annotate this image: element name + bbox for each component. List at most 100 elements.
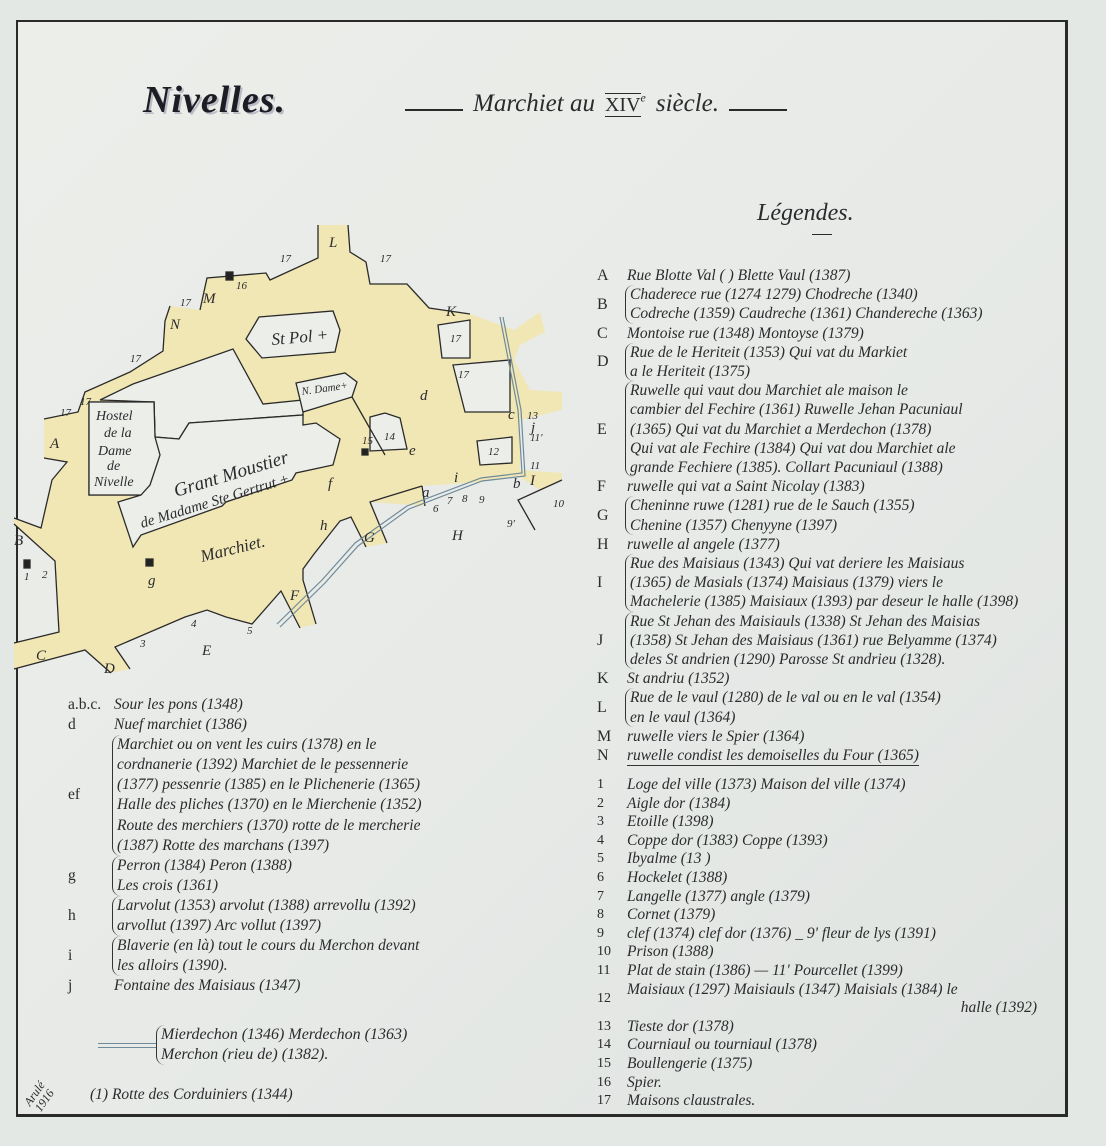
location-letter-label: c (508, 407, 515, 423)
legend-key: H (597, 535, 609, 553)
legend-text: Aigle dor (1384) (627, 795, 730, 814)
legend-key: M (597, 727, 612, 745)
legend-key: 13 (597, 1018, 611, 1034)
legend-key: F (597, 478, 606, 496)
st-pol-label: St Pol + (271, 325, 329, 349)
legend-line: Cornet (1379) (627, 906, 716, 924)
building-12 (476, 436, 513, 466)
legend-heading: Légendes. (757, 200, 854, 226)
title-rule-left (405, 109, 463, 111)
legend-text: ruwelle viers le Spier (1364) (627, 727, 804, 746)
legend-line: Rue de le Heriteit (1353) Qui vat du Mar… (630, 343, 908, 361)
legend-line: Montoise rue (1348) Montoyse (1379) (627, 324, 864, 342)
street-outline (517, 479, 563, 531)
legend-key: I (597, 574, 603, 592)
legend-key: G (597, 507, 609, 525)
legend-text: St andriu (1352) (627, 669, 729, 688)
legend-text: Langelle (1377) angle (1379) (627, 888, 810, 907)
legend-key: 4 (597, 832, 604, 848)
location-letter-label: g (148, 573, 156, 589)
building-number-label: 9 (479, 494, 485, 506)
legend-text: Rue Blotte Val ( ) Blette Vaul (1387) (627, 266, 850, 285)
building-number-label: 17 (380, 253, 392, 265)
map-title: Nivelles. (143, 79, 287, 121)
hostel-label: de la (104, 426, 132, 441)
legend-line: Langelle (1377) angle (1379) (627, 887, 810, 905)
building-number-label: 7 (447, 495, 453, 507)
legend-line: Sour les pons (1348) (114, 696, 243, 713)
legend-text: Sour les pons (1348) (114, 695, 243, 715)
legend-key: 9 (597, 925, 604, 941)
legend-line: Fontaine des Maisiaus (1347) (114, 977, 301, 995)
building-number-label: 16 (236, 280, 248, 292)
legend-line: deles St andrien (1290) Parosse St andri… (630, 651, 946, 669)
footnote: (1) Rotte des Corduiniers (1344) (90, 1086, 293, 1103)
legend-key: 6 (597, 869, 604, 885)
legend-text: Loge del ville (1373) Maison del ville (… (627, 776, 906, 795)
street-letter-label: B (14, 533, 23, 549)
legend-key: d (68, 716, 76, 734)
building-number-label: 17 (60, 407, 72, 419)
hostel-label: de (107, 459, 120, 474)
legend-key: 5 (597, 851, 604, 867)
legend-line: en le vaul (1364) (630, 708, 736, 726)
street-outline (13, 649, 112, 674)
legend-text: Rue de le Heriteit (1353) Qui vat du Mar… (625, 342, 908, 382)
legend-line: Maisons claustrales. (627, 1092, 756, 1110)
legend-key: D (597, 353, 609, 371)
legend-key: j (68, 977, 73, 995)
building-number-label: 2 (42, 569, 48, 581)
legend-key: 16 (597, 1074, 611, 1090)
building-17-east (452, 359, 511, 413)
building-number-label: 11 (530, 460, 540, 472)
street-letter-label: H (451, 528, 464, 544)
legend-text: Montoise rue (1348) Montoyse (1379) (627, 324, 864, 343)
building-number-label: 12 (488, 446, 500, 458)
legend-key: J (597, 631, 604, 649)
boundary-line (351, 396, 386, 456)
legend-line: clef (1374) clef dor (1376) _ 9' fleur d… (627, 924, 936, 942)
building-number-label: 17 (80, 396, 92, 408)
street-outline (114, 589, 301, 670)
street-letter-label: K (445, 304, 457, 320)
building-number-label: 11' (530, 432, 543, 444)
legend-text: Chaderece rue (1274 1279) Chodreche (134… (625, 285, 983, 324)
legend-line: Etoille (1398) (627, 813, 714, 831)
legend-line: Qui vat ale Fechire (1384) Qui vat dou M… (630, 439, 956, 457)
building-number-label: 15 (362, 435, 374, 447)
street-letter-label: A (49, 436, 60, 452)
legend-line: Chenine (1357) Chenyyne (1397) (630, 516, 838, 534)
legend-line: Larvolut (1353) arvolut (1388) arrevollu… (117, 896, 416, 914)
legend-text: Ibyalme (13 ) (627, 850, 711, 869)
building-number-label: 17 (180, 297, 192, 309)
stream-legend-line: Mierdechon (1346) Merdechon (1363) (161, 1026, 408, 1043)
legend-key: ef (68, 786, 81, 804)
legend-text: ruwelle al angele (1377) (627, 535, 780, 554)
building-number-label: 9' (507, 518, 516, 530)
legend-line: Boullengerie (1375) (627, 1054, 753, 1072)
legend-text: Fontaine des Maisiaus (1347) (114, 976, 300, 996)
legend-key: K (597, 670, 609, 688)
legend-line: Prison (1388) (627, 943, 714, 961)
legend-text: Blaverie (en là) tout le cours du Mercho… (112, 936, 419, 977)
subtitle-after: siècle. (655, 90, 720, 117)
building-15-marker (361, 448, 369, 456)
legend-key: E (597, 420, 607, 438)
building-14-15 (369, 412, 408, 452)
hostel-label: Dame (97, 444, 131, 459)
legend-line: Chaderece rue (1274 1279) Chodreche (134… (630, 286, 918, 304)
